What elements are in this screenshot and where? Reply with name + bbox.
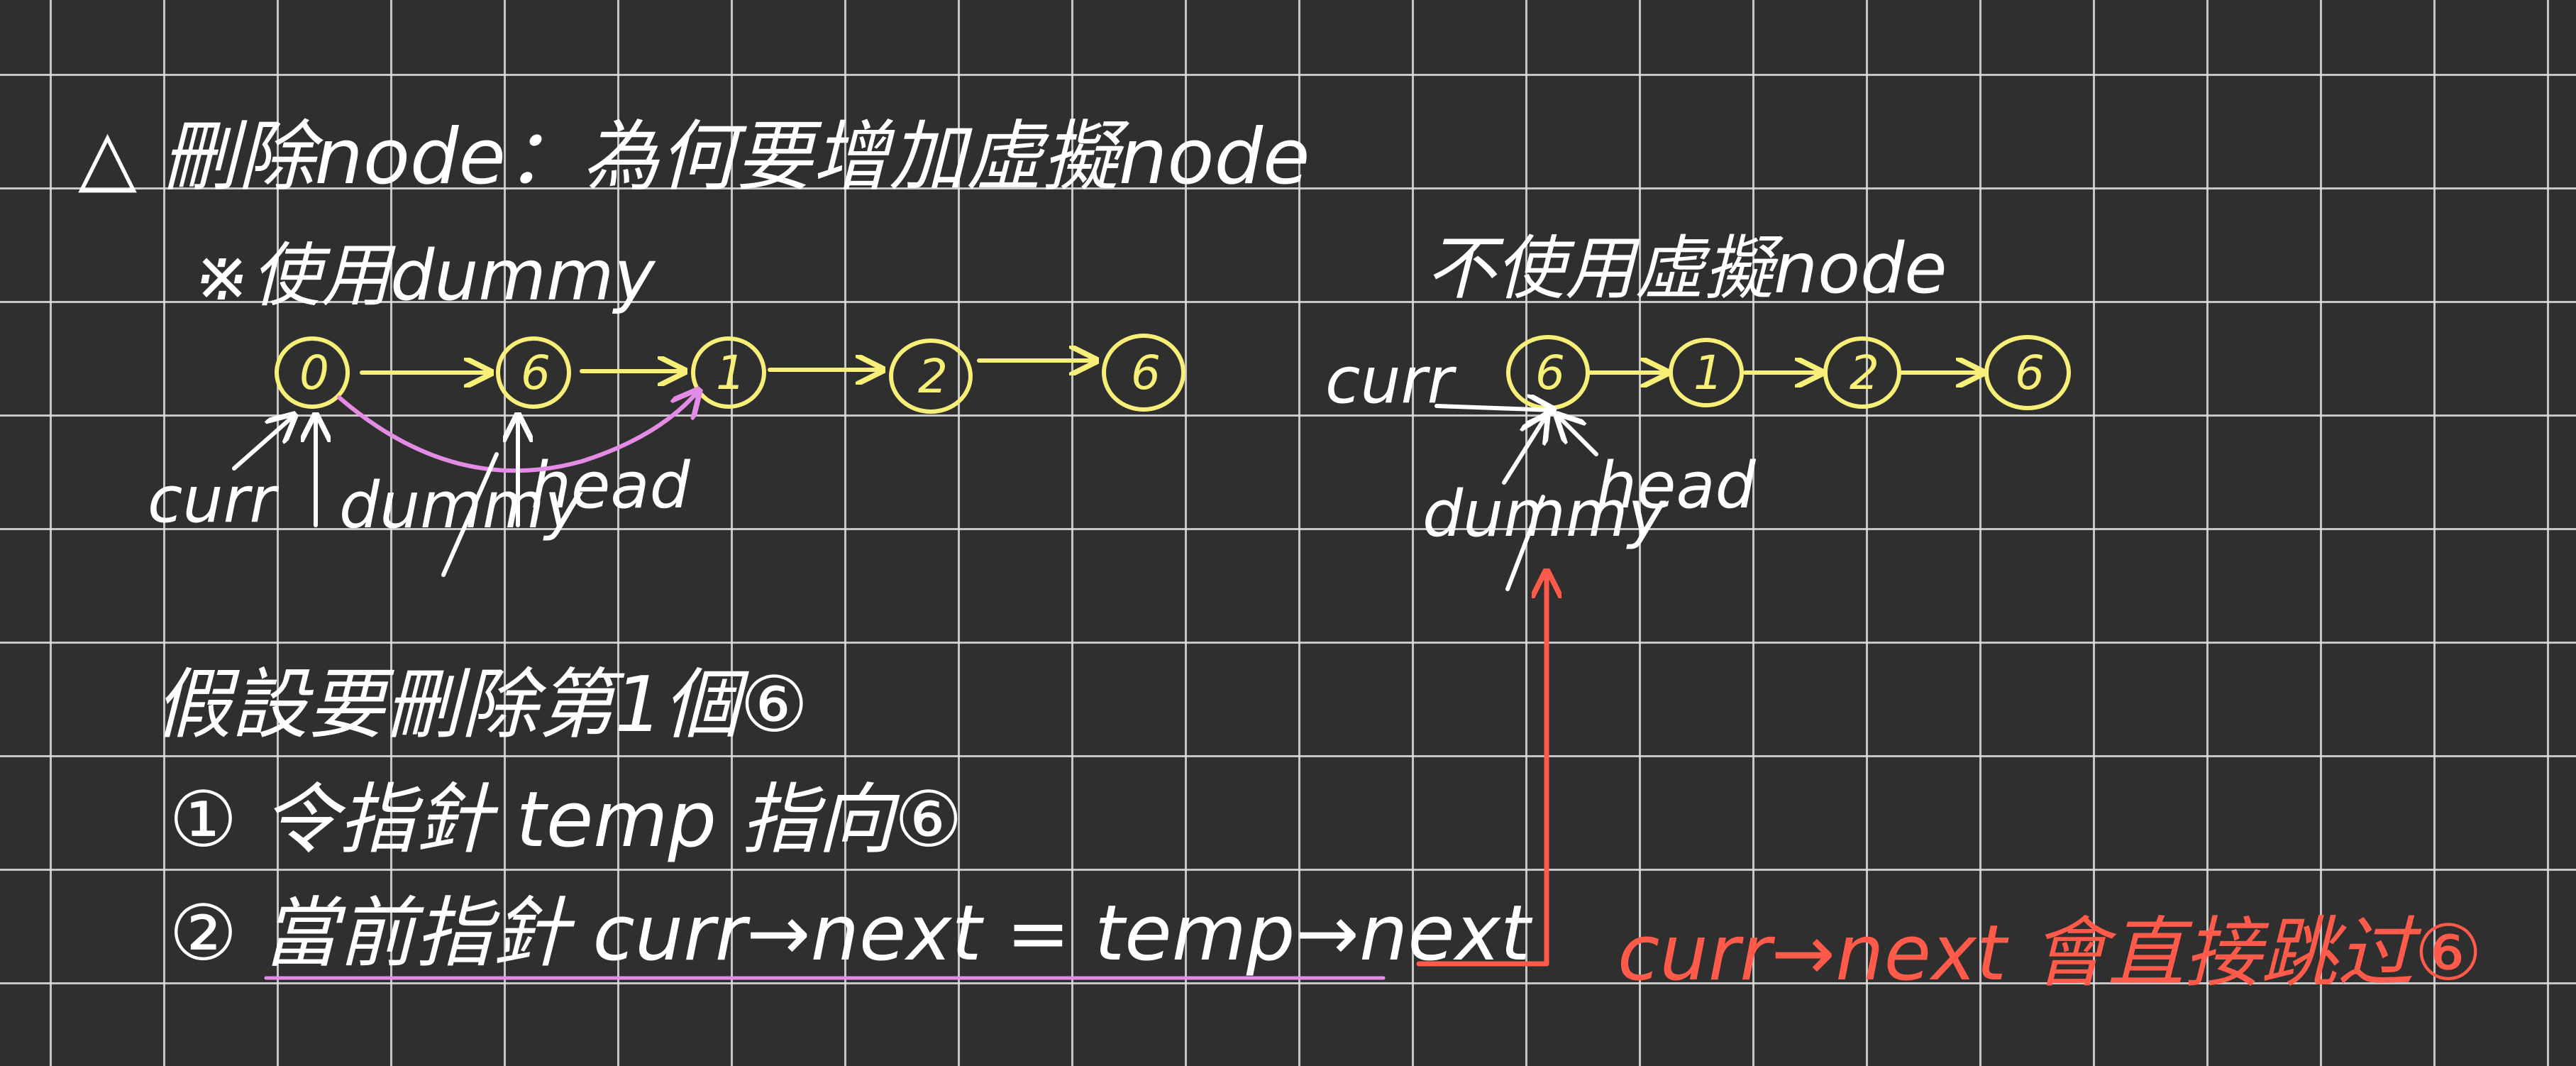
left-curr-pointer xyxy=(232,415,294,471)
right-linked-list: 6 1 2 6 xyxy=(1435,335,2071,591)
step-one: ① 令指針 temp 指向⑥ xyxy=(169,776,963,864)
right-node-2-label: 2 xyxy=(1850,346,1879,400)
left-node-4 xyxy=(1102,334,1185,412)
right-node-3-label: 6 xyxy=(2015,346,2045,400)
note-connector-arrow xyxy=(1416,571,1547,967)
left-head-label: head xyxy=(531,449,690,523)
page-title: △ 刪除node：為何要增加虛擬node xyxy=(78,113,1310,202)
right-node-1 xyxy=(1669,338,1744,407)
left-cross-stroke xyxy=(441,452,499,577)
right-node-1-label: 1 xyxy=(1693,346,1723,400)
left-curr-label: curr xyxy=(148,463,276,537)
left-node-2-label: 1 xyxy=(716,346,746,400)
right-curr-label: curr xyxy=(1325,344,1454,418)
left-subtitle: ※使用dummy xyxy=(193,236,656,317)
left-node-0-label: 0 xyxy=(299,346,329,400)
left-node-0 xyxy=(275,336,350,409)
left-linked-list: 0 6 1 2 6 xyxy=(232,334,1185,577)
left-node-4-label: 6 xyxy=(1131,346,1161,400)
right-cross-stroke xyxy=(1505,495,1545,591)
right-head-pointer xyxy=(1557,415,1598,456)
right-node-0-label: 6 xyxy=(1535,346,1565,400)
right-head-label: head xyxy=(1596,449,1756,523)
right-dummy-label: dummy xyxy=(1422,477,1666,551)
left-node-2 xyxy=(691,336,766,409)
left-node-3 xyxy=(889,339,973,414)
right-subtitle: 不使用虛擬node xyxy=(1426,229,1947,309)
step-two: ② 當前指針 curr→next = temp→next xyxy=(169,889,1531,978)
step-intro: 假設要刪除第1個⑥ xyxy=(155,661,809,749)
note-text: curr→next 會直接跳过⑥ xyxy=(1618,909,2483,998)
right-dummy-pointer xyxy=(1502,415,1547,485)
left-node-1 xyxy=(496,336,571,409)
left-dummy-label: dummy xyxy=(339,468,582,543)
left-node-1-label: 6 xyxy=(521,346,551,400)
left-node-3-label: 2 xyxy=(918,349,948,404)
left-skip-arrow xyxy=(337,390,699,473)
right-node-3 xyxy=(1984,335,2071,410)
